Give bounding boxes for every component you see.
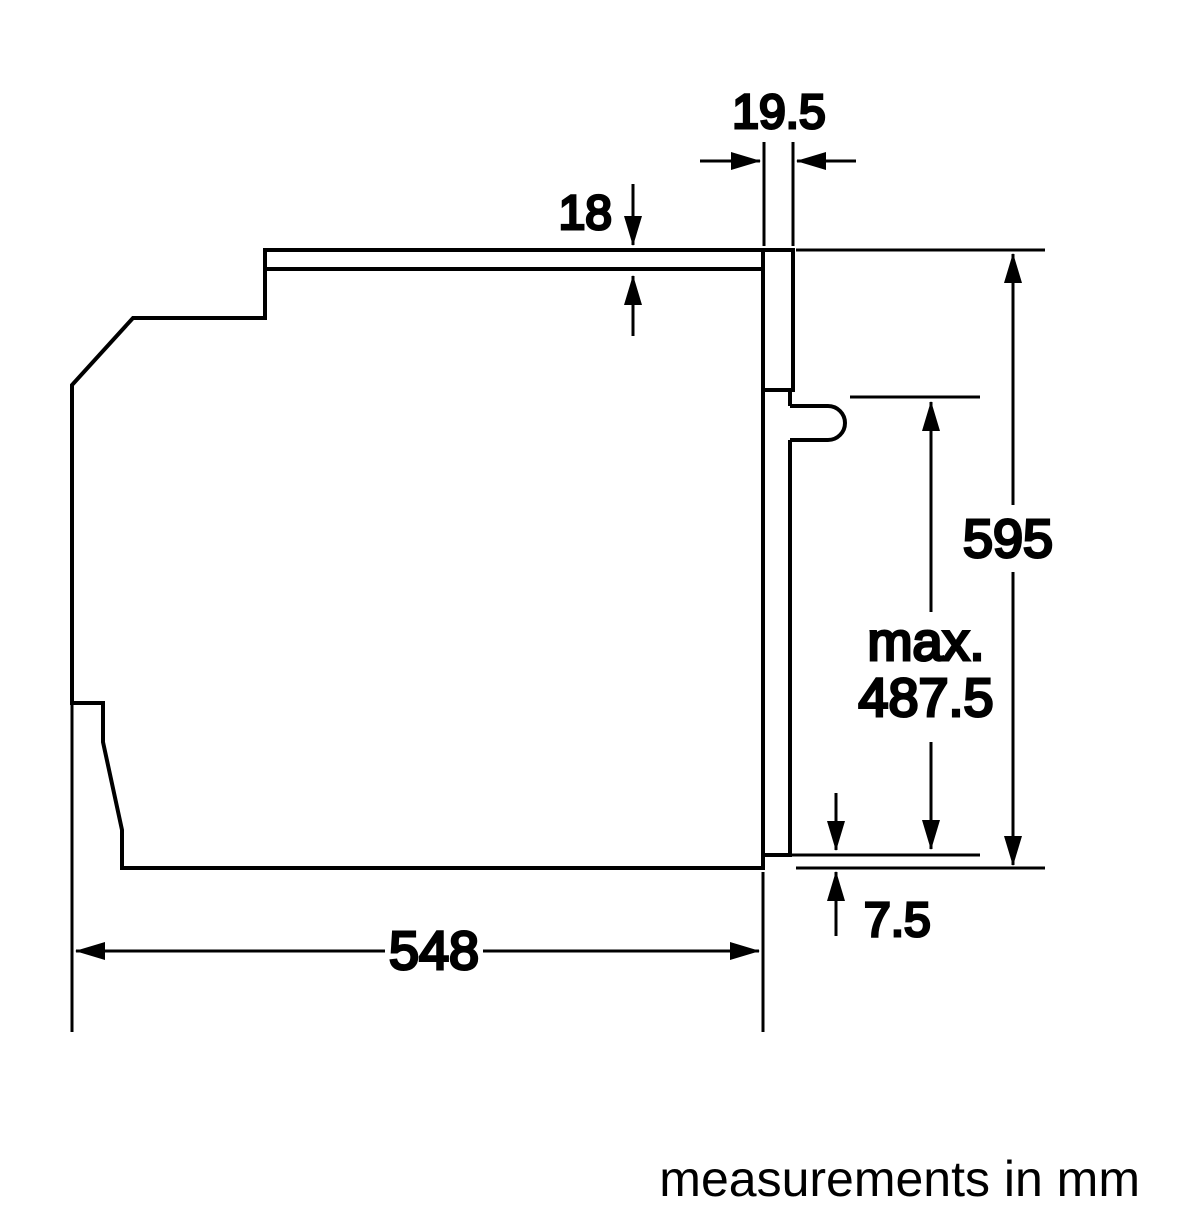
dimension-label-595: 595: [963, 509, 1053, 569]
dim-appliance-depth: 548: [70, 705, 765, 1032]
dimension-label-18: 18: [559, 187, 612, 240]
dim-appliance-height: 595: [796, 248, 1055, 870]
door-handle: [790, 404, 847, 442]
oven-body-profile: [70, 248, 765, 870]
dimension-label-7-5: 7.5: [864, 894, 931, 947]
dimension-label-548: 548: [389, 921, 479, 981]
dim-bottom-door-clearance: 7.5: [827, 793, 932, 949]
control-fascia: [763, 248, 795, 392]
units-footnote: measurements in mm: [659, 1151, 1140, 1200]
dimension-label-487-5: 487.5: [858, 668, 993, 728]
dim-door-max-opening: max. 487.5: [792, 395, 995, 857]
dimension-label-max: max.: [867, 612, 984, 672]
dim-front-trim-depth: 19.5: [700, 85, 856, 246]
dimension-label-19-5: 19.5: [732, 86, 825, 139]
oven-outline: [70, 248, 847, 870]
dim-top-trim-height: 18: [557, 184, 642, 336]
